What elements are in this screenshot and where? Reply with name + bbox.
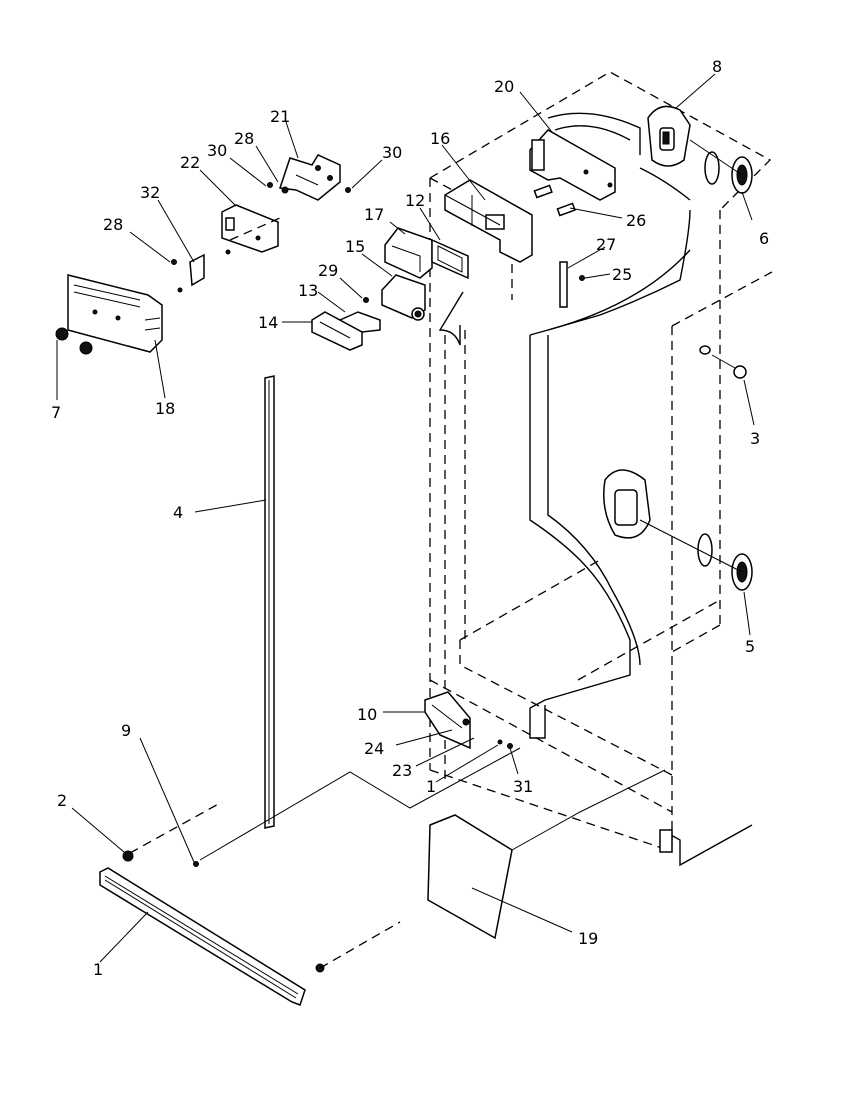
callout-labels: 8 20 21 28 30 30 16 22 32 28 17 12 26 6 … (51, 57, 769, 979)
callout-3: 3 (750, 429, 760, 448)
callout-12: 12 (405, 191, 425, 210)
part-21-bracket (278, 154, 341, 201)
callout-15: 15 (345, 237, 365, 256)
cabinet-corner (659, 824, 753, 867)
part-18-panel (67, 274, 163, 353)
callout-18: 18 (155, 399, 175, 418)
callout-30-right: 30 (382, 143, 402, 162)
callout-21: 21 (270, 107, 290, 126)
leader-lines (56, 73, 755, 963)
part-14-gasket (311, 311, 363, 351)
callout-19: 19 (578, 929, 598, 948)
duct-ribbon (438, 112, 691, 739)
callout-10: 10 (357, 705, 377, 724)
screws-28-30 (171, 182, 351, 265)
part-8-hinge (647, 105, 691, 167)
callout-5: 5 (745, 637, 755, 656)
callout-7: 7 (51, 403, 61, 422)
callout-32: 32 (140, 183, 160, 202)
part-3-screw (699, 345, 747, 379)
part-12-gasket (431, 238, 469, 280)
callout-17: 17 (364, 205, 384, 224)
part-15-housing (381, 274, 426, 321)
part-32-clip (177, 253, 205, 293)
part-9-clip (193, 861, 199, 867)
part-22-bracket (221, 204, 281, 253)
part-27-rod (559, 261, 585, 308)
callout-11: 1 (426, 777, 436, 796)
part-1-kickplate (99, 867, 401, 1006)
callout-16: 16 (430, 129, 450, 148)
part-6-cap (689, 139, 753, 194)
part-7-knobs (55, 327, 93, 355)
callout-13: 13 (298, 281, 318, 300)
part-4-trim (199, 375, 521, 861)
part-17-box (384, 227, 433, 279)
callout-24: 24 (364, 739, 384, 758)
part-2-screw (122, 801, 223, 862)
part-20-bracket (529, 129, 616, 201)
callout-27: 27 (596, 235, 616, 254)
callout-31: 31 (513, 777, 533, 796)
part-5-handle-cap (603, 469, 753, 591)
callout-4: 4 (173, 503, 183, 522)
callout-28: 28 (234, 129, 254, 148)
callout-20: 20 (494, 77, 514, 96)
part-19-panel (427, 769, 666, 940)
callout-29: 29 (318, 261, 338, 280)
callout-28-left: 28 (103, 215, 123, 234)
callout-22: 22 (180, 153, 200, 172)
callout-23: 23 (392, 761, 412, 780)
callout-30: 30 (207, 141, 227, 160)
callout-2: 2 (57, 791, 67, 810)
callout-1: 1 (93, 960, 103, 979)
callout-6: 6 (759, 229, 769, 248)
part-29-screw (363, 297, 369, 303)
callout-8: 8 (712, 57, 722, 76)
callout-26: 26 (626, 211, 646, 230)
callout-14: 14 (258, 313, 278, 332)
part-16-housing (444, 179, 533, 263)
callout-9: 9 (121, 721, 131, 740)
part-26-pins (533, 184, 576, 217)
callout-25: 25 (612, 265, 632, 284)
